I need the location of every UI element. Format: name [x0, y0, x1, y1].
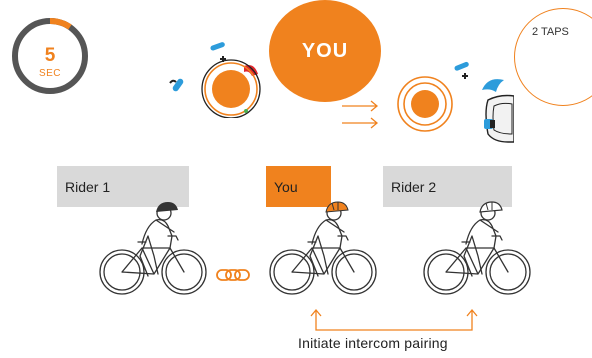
- timer-unit: SEC: [10, 68, 90, 79]
- caption: Initiate intercom pairing: [298, 335, 448, 351]
- cyclist-icon: [100, 206, 206, 294]
- headset-device-icon: [396, 56, 514, 152]
- headset-button-icon: [168, 36, 278, 118]
- link-chain-icon: [216, 268, 250, 282]
- bracket-arrow-icon: [306, 306, 482, 334]
- cyclist-rider-1: [98, 196, 208, 300]
- cyclist-you: [268, 196, 378, 300]
- timer: 5 SEC: [10, 16, 90, 96]
- cyclist-rider-2: [422, 196, 532, 300]
- taps-label: 2 TAPS: [532, 26, 569, 38]
- helmet-icon: [156, 202, 178, 212]
- taps-indicator: [514, 8, 592, 106]
- flow-arrow-icon: [340, 96, 382, 130]
- timer-value: 5: [10, 46, 90, 65]
- you-bubble: YOU: [269, 0, 381, 102]
